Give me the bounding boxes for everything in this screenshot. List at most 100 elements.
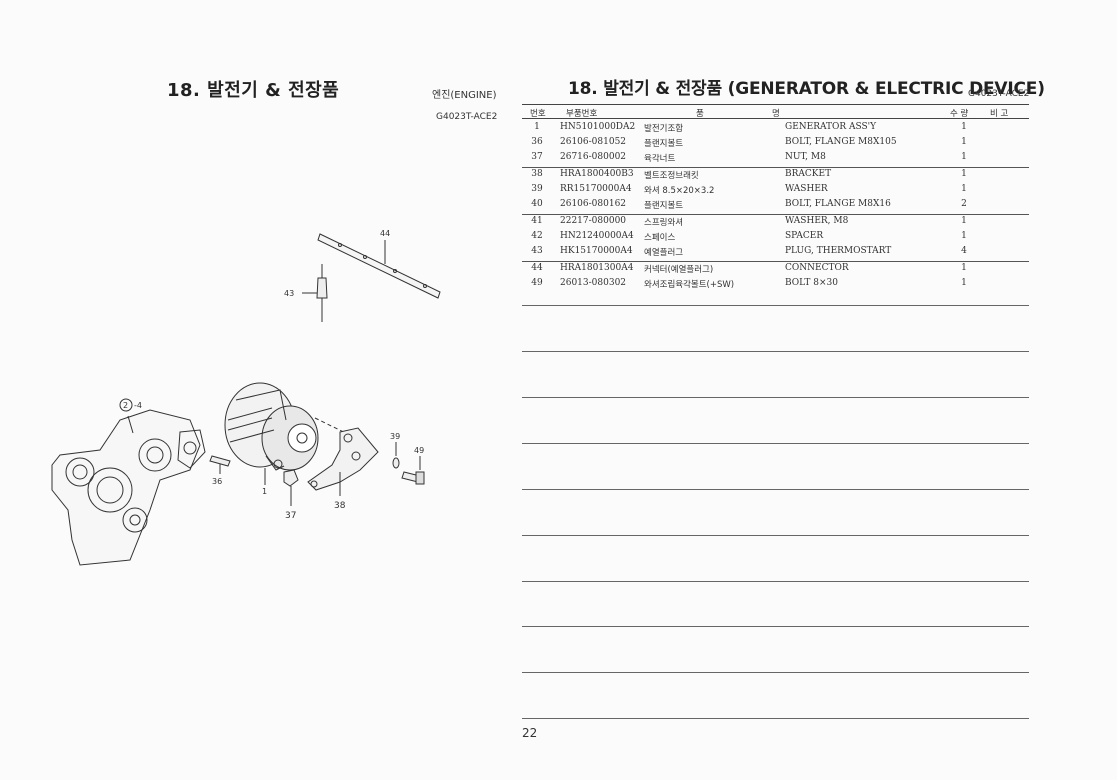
table-row: 39 RR15170000A4 와셔 8.5×20×3.2 WASHER 1 [522, 184, 1029, 199]
cell-no: 49 [531, 278, 543, 288]
cell-name-en: WASHER [785, 184, 828, 194]
cell-part-no: HN21240000A4 [560, 231, 634, 241]
cell-part-no: 26013-080302 [560, 278, 627, 288]
engine-label: 엔진(ENGINE) [432, 90, 497, 101]
callout-39: 39 [390, 432, 400, 441]
group-rule [522, 167, 1029, 168]
blank-rule [522, 305, 1029, 306]
cell-part-no: RR15170000A4 [560, 184, 632, 194]
cell-name-kr: 육각너트 [644, 154, 676, 164]
page-number: 22 [522, 726, 538, 740]
table-row: 1 HN5101000DA2 발전기조합 GENERATOR ASS'Y 1 [522, 122, 1029, 137]
callout-37: 37 [285, 511, 296, 521]
blank-rule [522, 718, 1029, 719]
table-header-rule [522, 118, 1029, 119]
cell-no: 41 [531, 216, 543, 226]
cell-name-kr: 스프링와셔 [644, 218, 684, 228]
cell-name-en: NUT, M8 [785, 152, 826, 162]
cell-name-en: BOLT, FLANGE M8X16 [785, 199, 891, 209]
cell-part-no: 22217-080000 [560, 216, 627, 226]
cell-name-en: GENERATOR ASS'Y [785, 122, 877, 132]
cell-qty: 1 [961, 231, 967, 241]
blank-rule [522, 351, 1029, 352]
cell-qty: 1 [961, 122, 967, 132]
col-header-name-right: 명 [772, 109, 780, 119]
callout-49: 49 [414, 446, 424, 455]
col-header-remark: 비 고 [990, 109, 1009, 119]
right-section-title: 18. 발전기 & 전장품 (GENERATOR & ELECTRIC DEVI… [568, 79, 1045, 99]
cell-name-en: PLUG, THERMOSTART [785, 246, 892, 256]
cell-name-en: SPACER [785, 231, 824, 241]
cell-name-kr: 와셔조립육각볼트(+SW) [644, 280, 735, 290]
table-row: 36 26106-081052 플랜지볼트 BOLT, FLANGE M8X10… [522, 137, 1029, 152]
callout-2: 2 [123, 401, 128, 410]
cell-qty: 1 [961, 184, 967, 194]
cell-part-no: HRA1800400B3 [560, 169, 634, 179]
cell-qty: 2 [961, 199, 967, 209]
bolt-drawing [401, 456, 425, 485]
cell-no: 42 [531, 231, 543, 241]
blank-rule [522, 626, 1029, 627]
cell-name-kr: 예열플러그 [644, 248, 684, 258]
generator-drawing [224, 382, 319, 485]
cell-qty: 1 [961, 152, 967, 162]
cell-no: 37 [531, 152, 543, 162]
left-section-title: 18. 발전기 & 전장품 [167, 80, 340, 101]
cell-no: 1 [534, 122, 540, 132]
cell-name-en: BOLT, FLANGE M8X105 [785, 137, 897, 147]
cell-qty: 4 [961, 246, 967, 256]
cell-no: 40 [531, 199, 543, 209]
blank-rule [522, 672, 1029, 673]
bracket-drawing [307, 427, 379, 496]
right-model-code: G4023T-ACE2 [968, 89, 1030, 99]
cell-name-kr: 벨트조정브래킷 [644, 171, 699, 181]
cell-qty: 1 [961, 216, 967, 226]
cell-name-en: WASHER, M8 [785, 216, 849, 226]
cell-name-kr: 스페이스 [644, 233, 676, 243]
blank-rule [522, 489, 1029, 490]
table-row: 44 HRA1801300A4 커넥터(예열플러그) CONNECTOR 1 [522, 263, 1029, 278]
table-row: 43 HK15170000A4 예열플러그 PLUG, THERMOSTART … [522, 246, 1029, 261]
table-row: 42 HN21240000A4 스페이스 SPACER 1 [522, 231, 1029, 246]
col-header-qty: 수 량 [950, 109, 969, 119]
cell-qty: 1 [961, 263, 967, 273]
col-header-part-no: 부품번호 [566, 109, 598, 119]
connector-bar-drawing [317, 233, 441, 299]
cell-name-en: BOLT 8×30 [785, 278, 838, 288]
callout-43: 43 [284, 289, 294, 298]
cell-name-kr: 플랜지볼트 [644, 139, 684, 149]
callout-4: -4 [134, 401, 142, 410]
cell-no: 38 [531, 169, 543, 179]
cell-qty: 1 [961, 169, 967, 179]
cell-qty: 1 [961, 278, 967, 288]
cell-name-kr: 커넥터(예열플러그) [644, 265, 714, 275]
washer-drawing [392, 442, 400, 469]
blank-rule [522, 397, 1029, 398]
callout-36: 36 [212, 477, 222, 486]
table-row: 41 22217-080000 스프링와셔 WASHER, M8 1 [522, 216, 1029, 231]
group-rule [522, 261, 1029, 262]
cell-part-no: HRA1801300A4 [560, 263, 634, 273]
stud-bolt-drawing [209, 455, 231, 474]
callout-44: 44 [380, 229, 390, 238]
table-top-rule [522, 104, 1029, 105]
col-header-no: 번호 [530, 109, 546, 119]
cell-name-kr: 발전기조합 [644, 124, 684, 134]
cell-name-kr: 플랜지볼트 [644, 201, 684, 211]
cell-no: 43 [531, 246, 543, 256]
group-rule [522, 214, 1029, 215]
cell-name-en: BRACKET [785, 169, 832, 179]
cell-qty: 1 [961, 137, 967, 147]
glow-plug-drawing [302, 264, 328, 322]
cell-no: 36 [531, 137, 543, 147]
callout-1: 1 [262, 487, 267, 496]
callout-38: 38 [334, 501, 346, 511]
table-row: 38 HRA1800400B3 벨트조정브래킷 BRACKET 1 [522, 169, 1029, 184]
blank-rule [522, 581, 1029, 582]
engine-housing-drawing [51, 409, 206, 566]
table-row: 40 26106-080162 플랜지볼트 BOLT, FLANGE M8X16… [522, 199, 1029, 214]
col-header-name-left: 품 [696, 109, 704, 119]
cell-part-no: 26716-080002 [560, 152, 627, 162]
cell-no: 44 [531, 263, 543, 273]
nut-drawing [283, 469, 299, 506]
